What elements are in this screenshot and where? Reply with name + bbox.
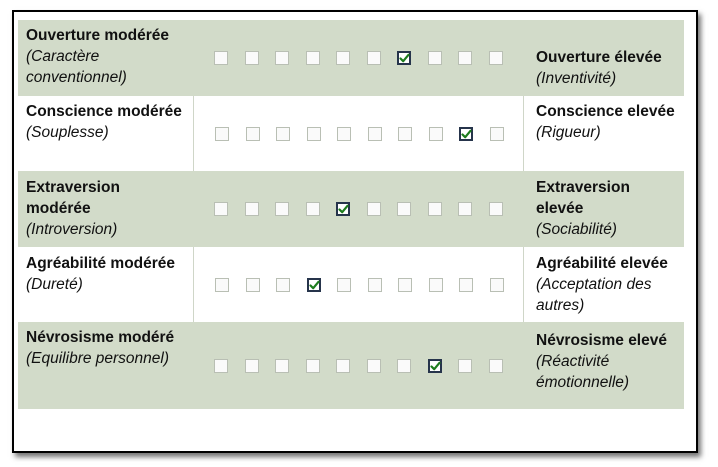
low-pole-title: Névrosisme modéré (26, 329, 175, 346)
scale-checkbox-8[interactable] (428, 277, 443, 292)
low-pole-description: (Caractère conventionnel) (26, 48, 127, 86)
scale-checkbox-9[interactable] (458, 202, 472, 216)
checkmark-icon (338, 204, 349, 214)
scale-row-extraversion: Extraversion modérée(Introversion)Extrav… (18, 171, 684, 247)
scale-checkbox-1[interactable] (215, 126, 229, 141)
scale-checkbox-10[interactable] (488, 358, 503, 373)
high-pole-label: Conscience elevée (Rigueur) (524, 96, 684, 171)
checkbox-group (193, 171, 524, 247)
scale-checkbox-4[interactable] (305, 51, 320, 65)
scale-checkbox-8[interactable] (427, 358, 442, 373)
high-pole-description: (Acceptation des autres) (536, 276, 652, 314)
low-pole-description: (Dureté) (26, 276, 83, 293)
checkbox-group (193, 247, 524, 322)
scale-checkbox-2[interactable] (244, 358, 259, 373)
high-pole-label: Agréabilité elevée (Acceptation des autre… (524, 247, 684, 322)
low-pole-description: (Introversion) (26, 221, 118, 238)
high-pole-label: Névrosisme elevé (Réactivité émotionnelle… (524, 322, 684, 409)
scale-checkbox-10[interactable] (489, 126, 504, 141)
scale-checkbox-5[interactable] (336, 51, 350, 65)
scale-checkbox-3[interactable] (275, 202, 289, 216)
checkmark-icon (429, 361, 441, 370)
scale-checkbox-6[interactable] (366, 358, 381, 373)
scale-checkbox-2[interactable] (244, 202, 259, 216)
scale-row-conscience: Conscience modérée(Souplesse)Conscience … (18, 96, 684, 172)
low-pole-label: Agréabilité modérée (Dureté) (18, 247, 193, 322)
high-pole-description: (Inventivité) (536, 70, 617, 87)
scale-row-ouverture: Ouverture modérée (Caractère conventionne… (18, 20, 684, 96)
scale-checkbox-2[interactable] (245, 126, 260, 141)
scale-checkbox-1[interactable] (214, 51, 228, 65)
low-pole-label: Ouverture modérée (Caractère conventionne… (18, 20, 193, 96)
scale-checkbox-1[interactable] (214, 202, 228, 216)
checkbox-group (193, 20, 524, 96)
low-pole-title: Ouverture modérée (26, 27, 169, 44)
high-pole-label: Ouverture élevée (Inventivité) (524, 20, 684, 96)
high-pole-title: Extraversion elevée (536, 179, 630, 217)
checkmark-icon (308, 280, 320, 289)
high-pole-title: Agréabilité elevée (536, 255, 668, 272)
checkmark-icon (399, 53, 410, 63)
scale-checkbox-3[interactable] (275, 358, 289, 373)
scale-checkbox-6[interactable] (367, 277, 382, 292)
scale-row-nevrosisme: Névrosisme modéré(Equilibre personnel)Né… (18, 322, 684, 409)
high-pole-label: Extraversion elevée (Sociabilité) (524, 171, 684, 247)
scale-checkbox-8[interactable] (428, 126, 443, 141)
scale-checkbox-4[interactable] (306, 277, 321, 292)
low-pole-description: (Souplesse) (26, 124, 109, 141)
high-pole-title: Ouverture élevée (536, 49, 662, 66)
scale-row-agreabilite: Agréabilité modérée (Dureté) Agréabilité e… (18, 247, 684, 323)
scale-checkbox-6[interactable] (367, 126, 382, 141)
high-pole-description: (Rigueur) (536, 124, 601, 141)
scale-checkbox-4[interactable] (305, 358, 320, 373)
scale-checkbox-5[interactable] (337, 277, 351, 292)
scale-checkbox-8[interactable] (427, 202, 442, 216)
scale-checkbox-1[interactable] (215, 277, 229, 292)
scale-checkbox-2[interactable] (244, 51, 259, 65)
scale-checkbox-6[interactable] (366, 51, 381, 65)
scale-checkbox-9[interactable] (459, 126, 473, 141)
scale-checkbox-10[interactable] (488, 202, 503, 216)
scale-checkbox-5[interactable] (337, 126, 351, 141)
high-pole-title: Conscience elevée (536, 103, 675, 120)
high-pole-title: Névrosisme elevé (536, 332, 667, 349)
scale-checkbox-3[interactable] (276, 126, 290, 141)
scale-checkbox-6[interactable] (366, 202, 381, 216)
checkmark-icon (461, 129, 472, 138)
scale-checkbox-7[interactable] (398, 277, 412, 292)
low-pole-label: Névrosisme modéré (Equilibre personnel) (18, 322, 193, 409)
scale-checkbox-9[interactable] (459, 277, 473, 292)
scale-checkbox-4[interactable] (306, 126, 321, 141)
low-pole-label: Conscience modérée (Souplesse) (18, 96, 193, 171)
scale-checkbox-3[interactable] (276, 277, 290, 292)
scale-checkbox-7[interactable] (397, 202, 411, 216)
checkbox-group (193, 96, 524, 171)
low-pole-title: Agréabilité modérée (26, 255, 176, 272)
low-pole-title: Extraversion modérée (26, 179, 120, 217)
scale-checkbox-1[interactable] (214, 358, 228, 373)
scale-checkbox-2[interactable] (245, 277, 260, 292)
scale-checkbox-10[interactable] (489, 277, 504, 292)
checkbox-group (193, 322, 524, 409)
scale-checkbox-10[interactable] (488, 51, 503, 65)
scale-checkbox-9[interactable] (458, 358, 472, 373)
scale-checkbox-7[interactable] (398, 126, 412, 141)
scale-checkbox-5[interactable] (336, 202, 350, 216)
low-pole-label: Extraversion modérée (Introversion) (18, 171, 193, 247)
low-pole-title: Conscience modérée (26, 103, 182, 120)
low-pole-description: (Equilibre personnel) (26, 350, 170, 367)
scale-checkbox-3[interactable] (275, 51, 289, 65)
scale-checkbox-7[interactable] (397, 51, 411, 65)
scale-checkbox-8[interactable] (427, 51, 442, 65)
scale-checkbox-9[interactable] (458, 51, 472, 65)
scale-checkbox-4[interactable] (305, 202, 320, 216)
high-pole-description: (Sociabilité) (536, 221, 617, 238)
high-pole-description: (Réactivité émotionnelle) (536, 353, 630, 391)
scale-checkbox-5[interactable] (336, 358, 350, 373)
scale-checkbox-7[interactable] (397, 358, 411, 373)
